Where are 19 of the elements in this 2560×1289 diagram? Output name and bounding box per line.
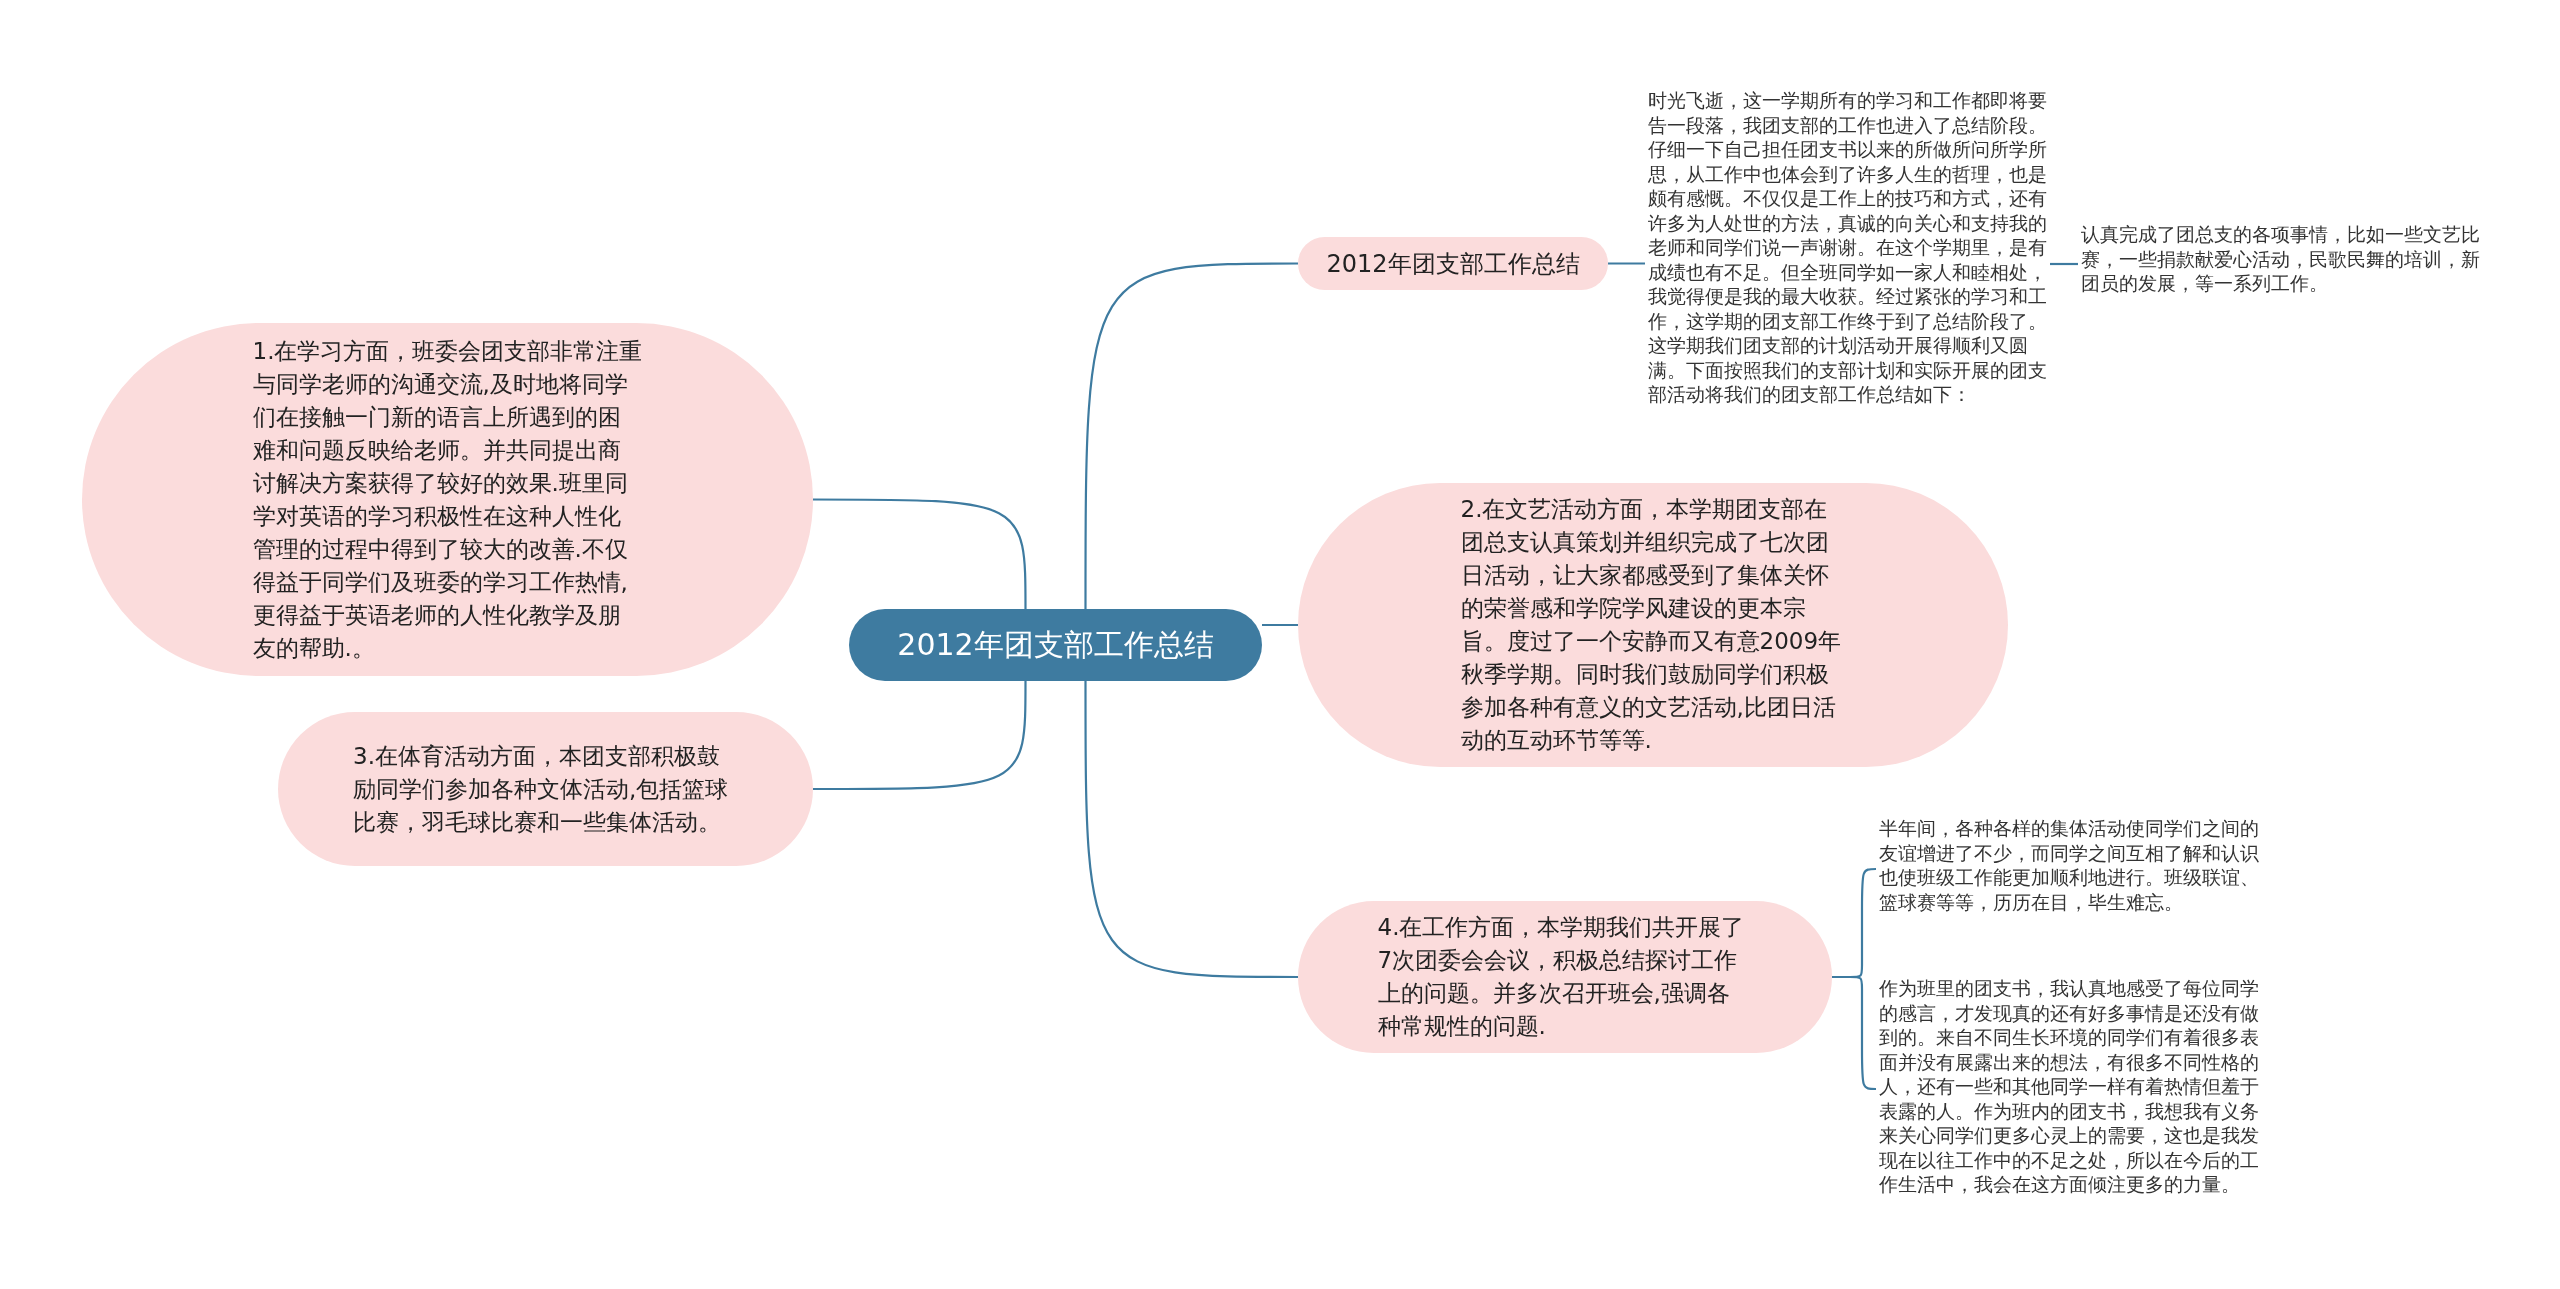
topic-text: 1.在学习方面，班委会团支部非常注重与同学老师的沟通交流,及时地将同学们在接触一门新的语言上所遇到的困难和问题反映给老师。并共同提出商讨解决方案获得了较好的效果.班里同学对英语的学习积极性在这种人性化管理的过程中得到了较大的改善.不仅得益于同学们及班委的学习工作热情,更得益于英语老师的人性化教学及朋友的帮助.。 (252, 336, 643, 663)
note-text: 半年间，各种各样的集体活动使同学们之间的友谊增进了不少，而同学之间互相了解和认识也使班级工作能更加顺利地进行。班级联谊、篮球赛等等，历历在目，毕生难忘。 (1878, 816, 2260, 914)
topic-text: 2012年团支部工作总结 (1325, 248, 1581, 279)
note-text: 认真完成了团总支的各项事情，比如一些文艺比赛，一些捐款献爱心活动，民歌民舞的培训，新团员的发展，等一系列工作。 (2080, 222, 2481, 296)
topic-text: 2012年团支部工作总结 (896, 627, 1215, 663)
note-text: 作为班里的团支书，我认真地感受了每位同学的感言，才发现真的还有好多事情是还没有做到的。来自不同生长环境的同学们有着很多表面并没有展露出来的想法，有很多不同性格的人，还有一些和其他同学一样有着热情但羞于表露的人。作为班内的团支书，我想我有义务来关心同学们更多心灵上的需要，这也是我发现在以往工作中的不足之处，所以在今后的工作生活中，我会在这方面倾注更多的力量。 (1878, 976, 2260, 1197)
connector-line (1832, 975, 1876, 1091)
connector-line (1262, 623, 1298, 627)
topic-text: 2.在文艺活动方面，本学期团支部在团总支认真策划并组织完成了七次团日活动，让大家都感受到了集体关怀的荣誉感和学院学风建设的更本宗旨。度过了一个安静而又有意2009年秋季学期。同时我们鼓励同学们积极参加各种有意义的文艺活动,比团日活动的互动环节等等. (1460, 495, 1843, 755)
note-text: 时光飞逝，这一学期所有的学习和工作都即将要告一段落，我团支部的工作也进入了总结阶段。仔细一下自己担任团支书以来的所做所问所学所思，从工作中也体会到了许多人生的哲理，也是颇有感慨。不仅仅是工作上的技巧和方式，还有许多为人处世的方法，真诚的向关心和支持我的老师和同学们说一声谢谢。在这个学期里，是有成绩也有不足。但全班同学如一家人和睦相处，我觉得便是我的最大收获。经过紧张的学习和工作，这学期的团支部工作终于到了总结阶段了。这学期我们团支部的计划活动开展得顺利又圆满。下面按照我们的支部计划和实际开展的团支部活动将我们的团支部工作总结如下： (1647, 88, 2048, 407)
topic-text: 3.在体育活动方面，本团支部积极鼓励同学们参加各种文体活动,包括篮球比赛，羽毛球比赛和一些集体活动。 (353, 741, 730, 837)
connector-line (1084, 681, 1298, 979)
connector-line (1608, 262, 1645, 265)
topic-pill (1298, 237, 1608, 290)
connector-line (2050, 262, 2078, 266)
topic-text: 4.在工作方面，本学期我们共开展了7次团委会会议，积极总结探讨工作上的问题。并多次召开班会,强调各种常规性的问题. (1377, 913, 1746, 1041)
connector-line (813, 681, 1027, 791)
connector-line (813, 498, 1027, 609)
connector-line (1084, 262, 1298, 609)
